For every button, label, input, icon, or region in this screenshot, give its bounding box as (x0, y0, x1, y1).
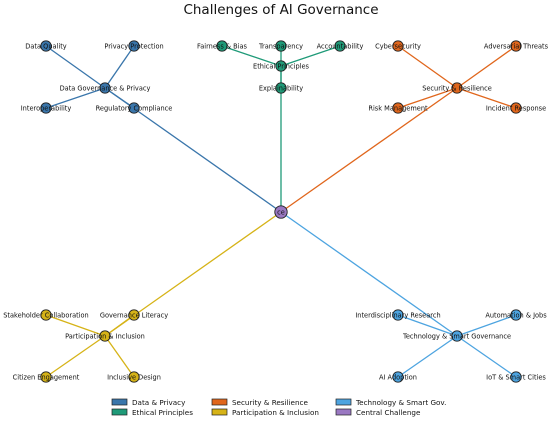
leaf-node-risk-management (392, 102, 404, 114)
leaf-node-accountability (334, 40, 346, 52)
leaf-node-interdisciplinary-research (392, 309, 404, 321)
edge-privacy-protection (104, 45, 135, 89)
nodes-layer (40, 40, 522, 383)
leaf-label-privacy-protection: Privacy Protection (104, 42, 163, 50)
central-challenge-node (274, 205, 288, 219)
legend-swatch-participation-and-inclusion (211, 408, 228, 416)
legend: Data & Privacy Security & Resilience Techn… (111, 398, 446, 417)
leaf-node-governance-literacy (128, 309, 140, 321)
legend-swatch-data-and-privacy (111, 398, 128, 406)
leaf-node-interoperability (40, 102, 52, 114)
hub-node-security-and-resilience (451, 82, 463, 94)
edge-fairness-and-bias (221, 45, 282, 67)
leaf-label-inclusive-design: Inclusive Design (107, 373, 161, 381)
legend-label-ethical-principles: Ethical Principles (132, 408, 193, 417)
hub-label-participation-and-inclusion: Participation & Inclusion (65, 332, 145, 340)
leaf-node-transparency (275, 40, 287, 52)
leaf-node-iot-and-smart-cities (510, 371, 522, 383)
leaf-label-interdisciplinary-research: Interdisciplinary Research (355, 311, 440, 319)
leaf-label-data-quality: Data Quality (25, 42, 66, 50)
leaf-label-stakeholder-collaboration: Stakeholder Collaboration (3, 311, 89, 319)
leaf-node-fairness-and-bias (216, 40, 228, 52)
diagram-title: Challenges of AI Governance (183, 2, 378, 18)
leaf-node-automation-and-jobs (510, 309, 522, 321)
edge-automation-and-jobs (456, 314, 517, 337)
leaf-label-citizen-engagement: Citizen Engagement (13, 373, 80, 381)
leaf-node-explainability (275, 82, 287, 94)
edge-iot-and-smart-cities (456, 335, 517, 378)
legend-label-central-challenge: Central Challenge (356, 408, 421, 417)
legend-label-data-and-privacy: Data & Privacy (132, 398, 186, 407)
leaf-node-stakeholder-collaboration (40, 309, 52, 321)
edge-security-and-resilience-to-center (280, 87, 458, 213)
central-challenge-label: ce (277, 208, 285, 216)
hub-label-ethical-principles: Ethical Principles (253, 62, 309, 70)
edge-adversarial-threats (456, 45, 517, 89)
legend-swatch-technology-and-smart-gov (335, 398, 352, 406)
edge-technology-and-smart-governance-to-center (280, 211, 458, 337)
leaf-node-inclusive-design (128, 371, 140, 383)
leaf-label-automation-and-jobs: Automation & Jobs (485, 311, 547, 319)
edge-risk-management (397, 87, 458, 109)
hub-node-technology-and-smart-governance (451, 330, 463, 342)
hub-label-data-governance-and-privacy: Data Governance & Privacy (60, 84, 151, 92)
hub-node-data-governance-and-privacy (99, 82, 111, 94)
legend-swatch-central-challenge (335, 408, 352, 416)
legend-label-participation-and-inclusion: Participation & Inclusion (232, 408, 319, 417)
leaf-node-incident-response (510, 102, 522, 114)
hub-label-technology-and-smart-governance: Technology & Smart Governance (402, 332, 511, 340)
leaf-node-privacy-protection (128, 40, 140, 52)
edge-inclusive-design (104, 335, 135, 378)
leaf-label-governance-literacy: Governance Literacy (100, 311, 168, 319)
leaf-node-data-quality (40, 40, 52, 52)
hub-node-ethical-principles (275, 60, 287, 72)
leaf-label-iot-and-smart-cities: IoT & Smart Cities (486, 373, 546, 381)
leaf-node-regulatory-compliance (128, 102, 140, 114)
leaf-label-fairness-and-bias: Fairness & Bias (197, 42, 247, 50)
edge-citizen-engagement (45, 335, 106, 378)
leaf-label-explainability: Explainability (259, 84, 303, 92)
leaf-label-accountability: Accountability (317, 42, 364, 50)
edge-stakeholder-collaboration (45, 314, 106, 337)
edge-accountability (280, 45, 341, 67)
leaf-label-incident-response: Incident Response (486, 104, 546, 112)
leaf-label-transparency: Transparency (258, 42, 303, 50)
leaf-label-risk-management: Risk Management (368, 104, 428, 112)
leaf-node-citizen-engagement (40, 371, 52, 383)
hub-label-security-and-resilience: Security & Resilience (422, 84, 492, 92)
leaf-node-cybersecurity (392, 40, 404, 52)
leaf-label-ai-adoption: AI Adoption (379, 373, 417, 381)
legend-swatch-ethical-principles (111, 408, 128, 416)
leaf-node-ai-adoption (392, 371, 404, 383)
hub-node-participation-and-inclusion (99, 330, 111, 342)
edge-interoperability (45, 87, 106, 109)
edge-cybersecurity (397, 45, 458, 89)
edge-governance-literacy (104, 314, 135, 337)
leaf-label-interoperability: Interoperability (21, 104, 72, 112)
leaf-node-adversarial-threats (510, 40, 522, 52)
legend-label-security-and-resilience: Security & Resilience (232, 398, 308, 407)
edge-data-quality (45, 45, 106, 89)
legend-label-technology-and-smart-gov: Technology & Smart Gov. (355, 398, 446, 407)
leaf-label-cybersecurity: Cybersecurity (375, 42, 421, 50)
edge-regulatory-compliance (104, 87, 135, 109)
leaf-label-regulatory-compliance: Regulatory Compliance (96, 104, 173, 112)
edge-ai-adoption (397, 335, 458, 378)
legend-swatch-security-and-resilience (211, 398, 228, 406)
edge-interdisciplinary-research (397, 314, 458, 337)
edge-incident-response (456, 87, 517, 109)
leaf-label-adversarial-threats: Adversarial Threats (484, 42, 549, 50)
